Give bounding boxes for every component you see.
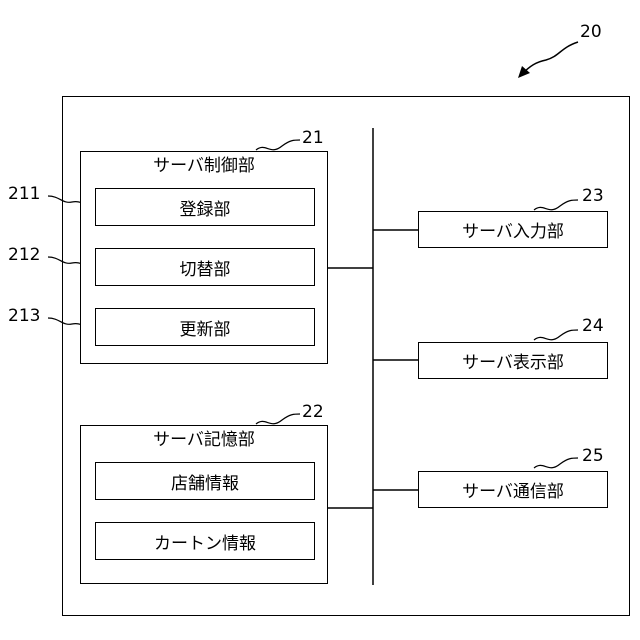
update-unit: 更新部 bbox=[95, 308, 315, 346]
server-display-unit: サーバ表示部 bbox=[418, 342, 608, 379]
carton-info: カートン情報 bbox=[95, 522, 315, 560]
storage-unit-title: サーバ記憶部 bbox=[81, 430, 327, 450]
server-storage-unit: サーバ記憶部 bbox=[80, 425, 328, 584]
server-communication-unit: サーバ通信部 bbox=[418, 471, 608, 508]
ref-213: 213 bbox=[8, 306, 40, 326]
registration-unit: 登録部 bbox=[95, 188, 315, 226]
ref-212: 212 bbox=[8, 245, 40, 265]
ref-20: 20 bbox=[580, 22, 602, 42]
ref-211: 211 bbox=[8, 184, 40, 204]
server-input-unit: サーバ入力部 bbox=[418, 211, 608, 248]
control-unit-title: サーバ制御部 bbox=[81, 156, 327, 176]
device-arrow bbox=[522, 42, 578, 74]
store-info: 店舗情報 bbox=[95, 462, 315, 500]
switching-unit: 切替部 bbox=[95, 248, 315, 286]
